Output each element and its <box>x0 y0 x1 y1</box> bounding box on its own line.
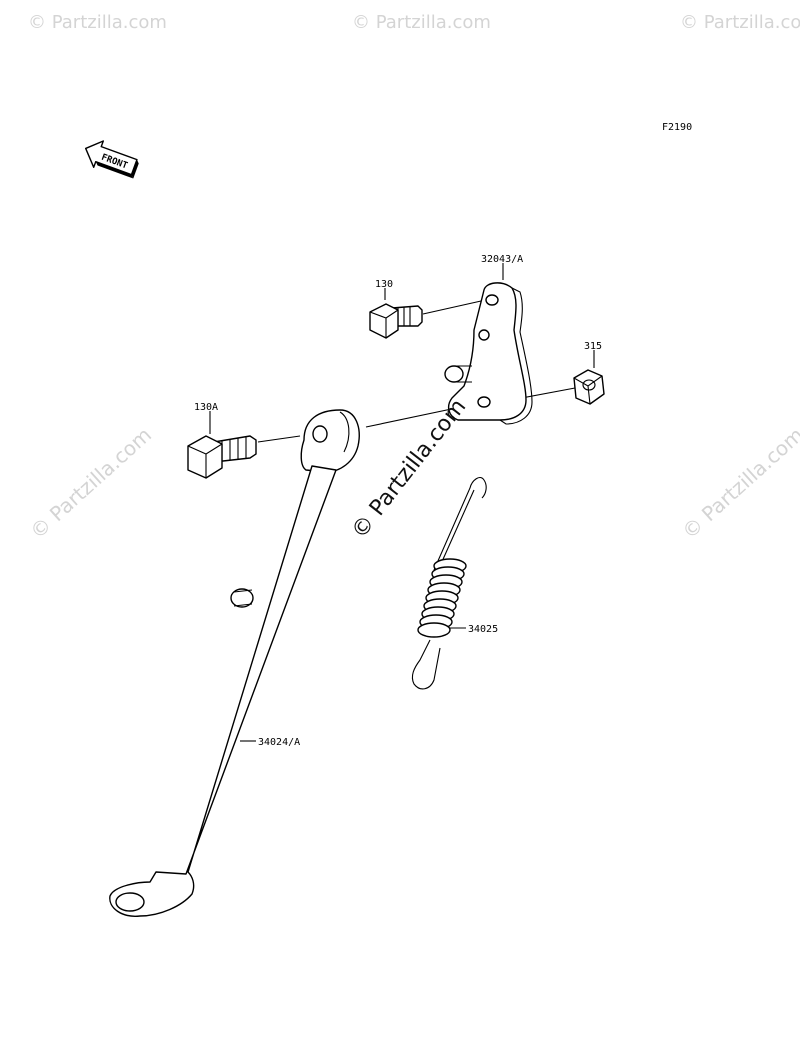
callout-bracket: 32043/A <box>481 254 523 265</box>
bracket-part <box>444 282 533 425</box>
watermark-right: © Partzilla.com <box>677 423 800 544</box>
callout-labels: 32043/A 130 315 130A 34025 34024/A <box>194 254 602 748</box>
figure-code: F2190 <box>662 122 692 133</box>
callout-nut: 315 <box>584 341 602 352</box>
watermark-top-left: © Partzilla.com <box>28 12 167 33</box>
bolt-130a-part <box>187 435 257 479</box>
leader-lines <box>209 263 595 742</box>
watermark-center: © Partzilla.com <box>347 395 471 544</box>
callout-bolt-lower: 130A <box>194 402 218 413</box>
bolt-130-part <box>369 303 423 339</box>
watermark-left: © Partzilla.com <box>25 423 156 544</box>
callout-side-stand: 34024/A <box>258 737 300 748</box>
callout-spring: 34025 <box>468 624 498 635</box>
spring-34025-part <box>411 477 487 690</box>
spring-coils <box>417 558 467 638</box>
nut-315-part <box>573 369 605 405</box>
front-arrow-icon: FRONT <box>84 140 139 179</box>
watermark-top-center: © Partzilla.com <box>352 12 491 33</box>
watermark-top-right: © Partzilla.com <box>680 12 800 33</box>
side-stand-part <box>109 409 360 917</box>
callout-bolt-upper: 130 <box>375 279 393 290</box>
